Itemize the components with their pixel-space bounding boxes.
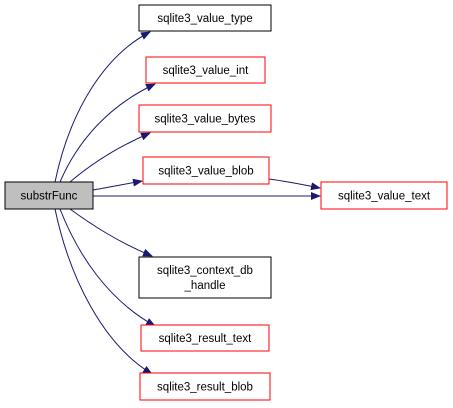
edge-substrFunc-to-sqlite3_context_db_handle (69, 208, 153, 257)
node-box (145, 56, 266, 84)
edge-substrFunc-to-sqlite3_value_int (59, 83, 156, 183)
node-label: sqlite3_result_blob (157, 382, 253, 394)
node-box (138, 256, 272, 299)
nodes-layer: substrFunc sqlite3_value_type sqlite3_valu… (4, 4, 448, 401)
node-box (139, 372, 271, 401)
edge-substrFunc-to-sqlite3_value_blob (92, 178, 143, 191)
node-label: sqlite3_context_db (157, 265, 253, 277)
edge-substrFunc-to-sqlite3_value_bytes (69, 132, 151, 183)
edge-substrFunc-to-sqlite3_value_type (54, 31, 151, 183)
node-sqlite3_result_blob[interactable]: sqlite3_result_blob (139, 372, 271, 401)
edge-substrFunc-to-sqlite3_result_blob (54, 208, 153, 375)
node-sqlite3_value_blob[interactable]: sqlite3_value_blob (142, 156, 270, 185)
edges-layer (54, 31, 321, 375)
node-label: sqlite3_value_type (157, 13, 252, 25)
root-node-substrFunc[interactable]: substrFunc (4, 181, 94, 210)
node-sqlite3_value_int[interactable]: sqlite3_value_int (145, 56, 266, 84)
node-label: _handle (184, 280, 226, 292)
node-sqlite3_value_type[interactable]: sqlite3_value_type (138, 4, 272, 32)
node-box (138, 104, 272, 133)
node-sqlite3_context_db_handle[interactable]: sqlite3_context_db _handle (138, 256, 272, 299)
node-label: sqlite3_value_int (163, 65, 249, 77)
node-sqlite3_value_text[interactable]: sqlite3_value_text (320, 181, 448, 210)
edge-substrFunc-to-sqlite3_result_text (59, 208, 156, 327)
node-label: sqlite3_value_blob (158, 166, 253, 178)
node-box (4, 181, 94, 210)
node-sqlite3_result_text[interactable]: sqlite3_result_text (140, 324, 270, 352)
node-box (320, 181, 448, 210)
node-box (142, 156, 270, 185)
node-label: substrFunc (21, 191, 78, 203)
node-label: sqlite3_result_text (159, 333, 252, 345)
node-box (140, 324, 270, 352)
node-label: sqlite3_value_bytes (154, 114, 255, 126)
node-sqlite3_value_bytes[interactable]: sqlite3_value_bytes (138, 104, 272, 133)
node-box (138, 4, 272, 32)
edge-sqlite3_value_blob-to-sqlite3_value_text (268, 178, 321, 191)
node-label: sqlite3_value_text (338, 191, 431, 203)
